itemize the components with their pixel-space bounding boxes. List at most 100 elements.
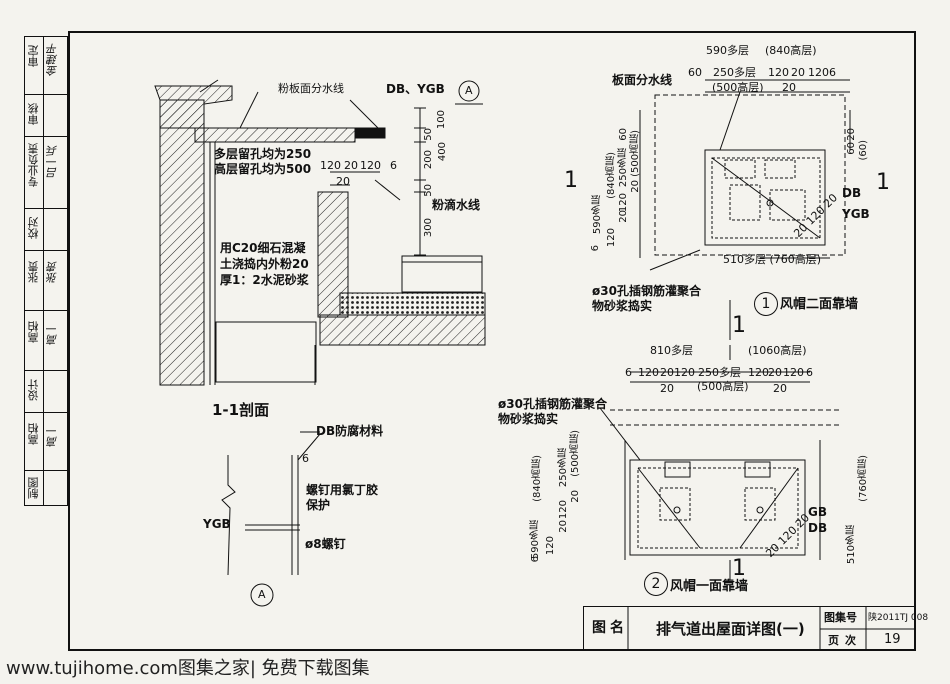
plan1-caption-number: 1 [754,292,778,316]
signature-panel: 审定 金建平 审核 专业负责 吕一兵 校对 张贵 张贵 高柏 高一 设计 高柏 … [24,36,68,506]
dim: 250多层 [558,448,569,488]
dim: 6 [806,366,813,379]
plan1-hole-note: ø30孔插钢筋灌聚合物砂浆捣实 [592,284,701,313]
dim: 20 [791,66,805,79]
plan1-caption: 风帽二面靠墙 [780,297,859,312]
page-number: 19 [884,632,901,647]
atlas-number: 陕2011TJ 008 [868,613,929,623]
detail-nail: ø8螺钉 [305,537,346,551]
dim: 60 [688,66,702,79]
dim: (500高层) [697,380,749,393]
detail-db-label: DB防腐材料 [316,424,384,438]
dim: 20 [336,175,350,188]
dim: (840高层) [532,455,543,502]
section-plate-edge [354,127,386,139]
section-opening [215,321,317,383]
sig-row-5: 张贵 张贵 [25,251,67,311]
dim: 120 [606,228,617,248]
title-block-lines [627,606,916,651]
drawing-title: 排气道出屋面详图(一) [656,620,805,638]
plan1-section-mark-bottom: 1 [732,313,746,338]
dim: 6 [829,66,836,79]
dim: 120 [320,159,341,172]
dim: 20 [344,159,358,172]
dim: 20 [768,366,782,379]
plan2-caption: 风帽一面靠墙 [670,579,749,594]
plan1-bottom-dim: 510多层 (760高层) [723,253,822,266]
plan1-section-mark-left: 1 [564,168,578,193]
section-hole-high: 高层留孔均为500 [214,162,312,176]
dim: 20 [570,490,581,503]
plan2-hole-note: ø30孔插钢筋灌聚合物砂浆捣实 [498,397,607,426]
dim: 100 [436,110,447,130]
section-cap [154,85,233,129]
dim: 250多层 [698,366,741,379]
detail-a-drawing [221,431,321,607]
section-roof-slab [319,314,486,346]
plan1-ygb: YGB [842,207,870,221]
plan1-board-line: 板面分水线 [612,73,673,87]
title-name-label: 图名 [592,620,628,636]
dim: 20 [558,520,569,533]
section-ref-circle [458,80,480,102]
dim: 120 [558,500,569,520]
dim: (840高层) [765,44,817,57]
dim: 20 [782,81,796,94]
dim: 120 [618,193,629,213]
sig-row-1: 审定 金建平 [25,37,67,95]
plan2-db: DB [808,521,828,535]
dim: 120 [638,366,659,379]
dim: 250多层 [618,148,629,188]
dim: (500高层) [570,430,581,477]
dim: 50 [423,184,434,197]
page-label: 页次 [828,634,862,647]
dim: (840高层) [606,152,617,199]
plan2-body [629,459,806,556]
detail-nail-protect: 螺钉用氯丁胶保护 [306,483,379,512]
section-ref-a: A [465,84,473,97]
signature-divider [43,37,44,505]
dim: (60) [858,140,869,161]
sig-row-8: 高柏 高一 [25,413,67,471]
atlas-label: 图集号 [824,611,857,624]
dim: 6 [302,452,309,465]
dim: 120 [768,66,789,79]
dim: (500高层) [712,81,764,94]
section-wall-left [159,99,205,386]
dim: 120 [808,66,829,79]
title-block [583,606,916,651]
sig-row-2: 审核 [25,95,67,137]
dim: 120 [674,366,695,379]
section-cover-plate [194,127,356,143]
sig-row-7: 设计 [25,371,67,413]
detail-a-ref-circle [250,583,274,607]
dim: 20 [773,382,787,395]
dim: 6 [390,159,397,172]
sig-row-3: 专业负责 吕一兵 [25,137,67,209]
dim: 20 [630,180,641,193]
dim: 20 [846,128,857,141]
dim: (500高层) [630,130,641,177]
dim: 590多层 [530,520,541,560]
section-hole-multi: 多层留孔均为250 [214,147,312,161]
section-cap-lip [199,79,219,93]
section-block [401,255,483,293]
plan2-section-mark: 1 [732,556,746,581]
section-db-ygb-label: DB、YGB [386,82,445,96]
plan1-db: DB [842,186,862,200]
section-title: 1-1剖面 [212,401,270,419]
dim: 300 [423,218,434,238]
detail-ref: A [258,588,266,601]
dim: 120 [545,536,556,556]
dim: 60 [618,128,629,141]
dim: 6 [530,556,541,563]
dim: 200 [423,150,434,170]
section-roof-insulation [339,292,486,316]
dim: 20 [660,366,674,379]
dim: 20 [660,382,674,395]
footer-watermark: www.tujihome.com图集之家| 免费下载图集 [6,658,370,679]
section-concrete-note: 用C20细石混凝土浇捣内外粉20厚1：2水泥砂浆 [220,241,309,287]
plan2-drawing [599,345,840,580]
dim: 6 [590,245,601,252]
dim: 120 [360,159,381,172]
